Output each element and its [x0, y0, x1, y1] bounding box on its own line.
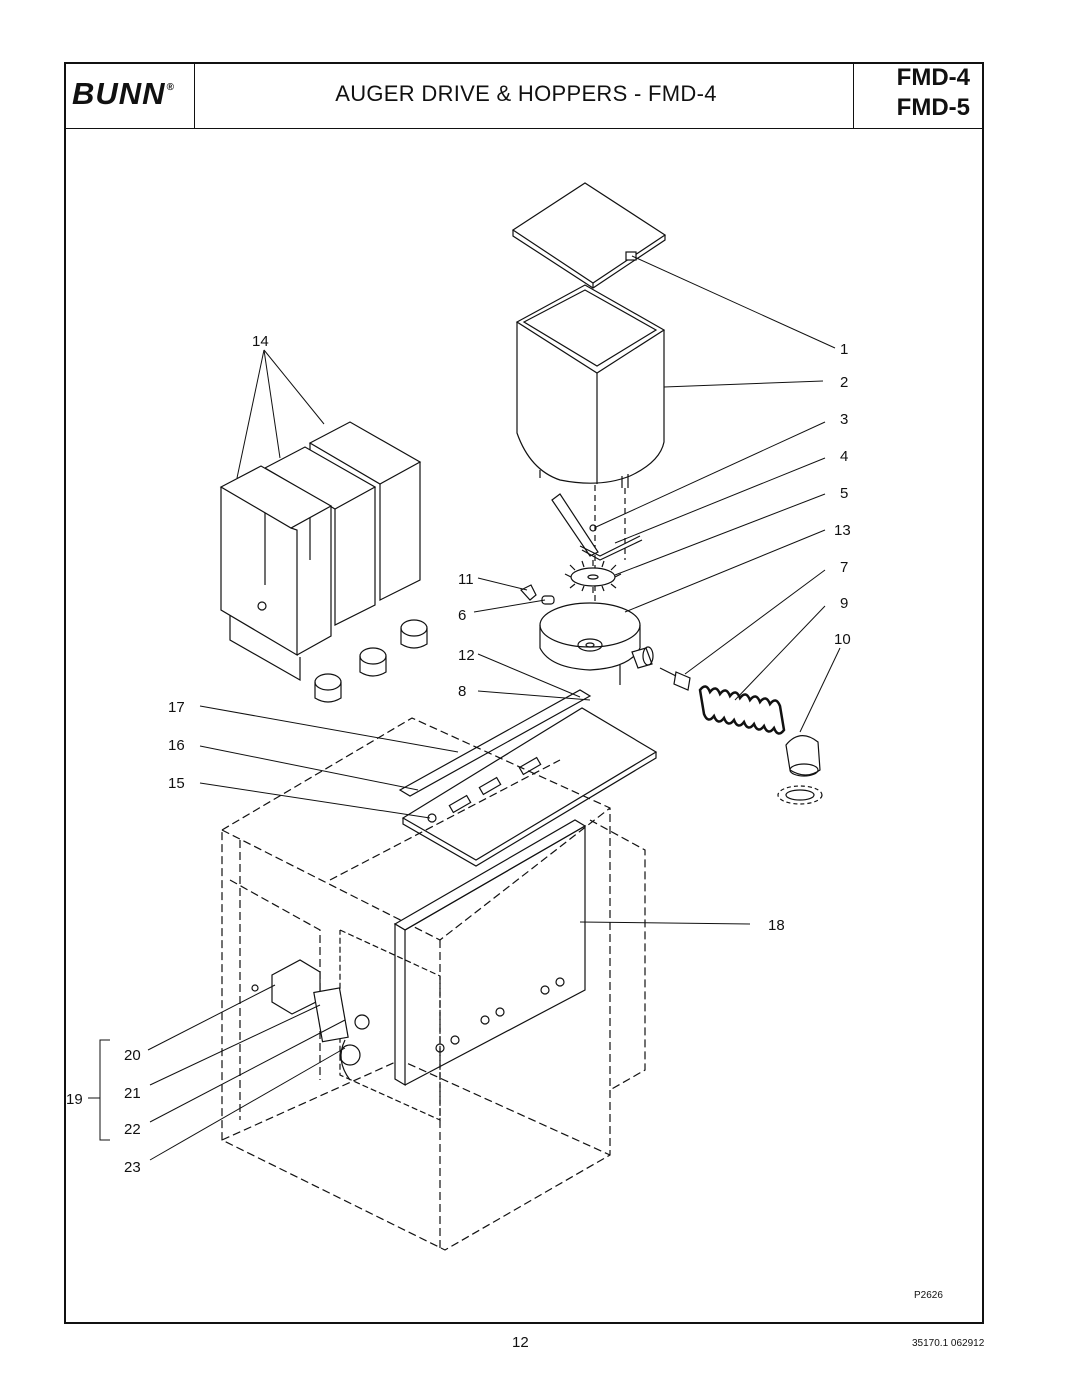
- bunn-logo: BUNN®: [72, 76, 175, 112]
- hopper-set-three: [219, 421, 428, 703]
- callout-22: 22: [124, 1121, 141, 1138]
- auger-housing: [539, 602, 654, 685]
- callout-15: 15: [168, 775, 185, 792]
- impeller-star: [564, 560, 622, 593]
- chute-deflector: [551, 493, 643, 561]
- callout-1: 1: [840, 341, 848, 358]
- logo-cell: BUNN®: [66, 64, 195, 128]
- bushing-part: [673, 671, 691, 691]
- motor-bracket: [251, 959, 370, 1081]
- figure-id: P2626: [914, 1290, 943, 1301]
- hopper: [515, 284, 666, 488]
- callout-18: 18: [768, 917, 785, 934]
- hopper-lid: [511, 182, 667, 289]
- title-block: BUNN® AUGER DRIVE & HOPPERS - FMD-4 FMD-…: [66, 64, 982, 129]
- callout-8: 8: [458, 683, 466, 700]
- callout-labels: 1 2 3 4 5 13 7 9 10 11 6 12 8 14 17 16 1…: [66, 333, 851, 1176]
- callout-14: 14: [252, 333, 269, 350]
- model-cell: FMD-4 FMD-5: [853, 64, 982, 128]
- callout-4: 4: [840, 448, 848, 465]
- shaft-line: [659, 667, 677, 677]
- elbow-spout: [777, 735, 823, 805]
- callout-11: 11: [458, 571, 474, 588]
- screw-part: [589, 524, 597, 532]
- auger-spring: [698, 685, 786, 735]
- registered-mark: ®: [166, 82, 175, 93]
- callout-12: 12: [458, 647, 475, 664]
- leader-lines: [88, 255, 841, 1161]
- doc-number: 35170.1 062912: [912, 1338, 985, 1349]
- callout-3: 3: [840, 411, 848, 428]
- callout-19: 19: [66, 1091, 83, 1108]
- model-fmd5: FMD-5: [896, 94, 970, 121]
- callout-20: 20: [124, 1047, 141, 1064]
- callout-17: 17: [168, 699, 185, 716]
- callout-2: 2: [840, 374, 848, 391]
- mounting-plate: [398, 689, 658, 867]
- callout-9: 9: [840, 595, 848, 612]
- callout-10: 10: [834, 631, 851, 648]
- callout-23: 23: [124, 1159, 141, 1176]
- page-title: AUGER DRIVE & HOPPERS - FMD-4: [335, 81, 717, 106]
- callout-21: 21: [124, 1085, 141, 1102]
- brand-text: BUNN: [72, 76, 166, 111]
- callout-5: 5: [840, 485, 848, 502]
- cabinet-outline: [221, 717, 646, 1251]
- page-frame: BUNN® AUGER DRIVE & HOPPERS - FMD-4 FMD-…: [64, 62, 984, 1324]
- callout-13: 13: [834, 522, 851, 539]
- callout-7: 7: [840, 559, 848, 576]
- model-fmd4: FMD-4: [896, 64, 970, 91]
- callout-6: 6: [458, 607, 466, 624]
- drive-plate: [339, 819, 587, 1121]
- callout-16: 16: [168, 737, 185, 754]
- page-number: 12: [512, 1334, 529, 1351]
